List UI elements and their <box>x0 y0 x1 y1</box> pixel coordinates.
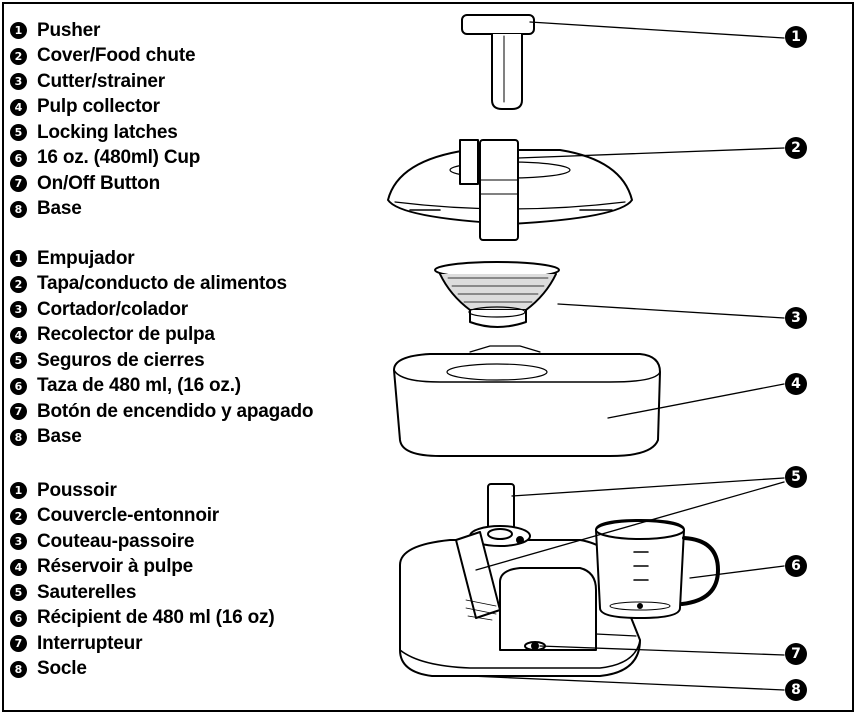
item-number-badge: 4 <box>10 326 27 344</box>
list-item: 6 16 oz. (480ml) Cup <box>10 146 200 172</box>
list-item: 6 Taza de 480 ml, (16 oz.) <box>10 374 313 400</box>
item-number-badge: 8 <box>10 200 27 218</box>
item-label: Base <box>37 426 82 448</box>
cutter-strainer-part <box>434 261 560 328</box>
pulp-collector-part <box>393 345 661 457</box>
item-number-badge: 6 <box>10 377 27 395</box>
callout-4: 4 <box>785 373 807 395</box>
list-item: 6 Récipient de 480 ml (16 oz) <box>10 606 275 632</box>
callout-3: 3 <box>785 307 807 329</box>
item-label: Socle <box>37 658 87 680</box>
item-number-badge: 1 <box>10 482 27 500</box>
item-label: Cover/Food chute <box>37 45 196 67</box>
item-label: Tapa/conducto de alimentos <box>37 273 287 295</box>
callout-5: 5 <box>785 466 807 488</box>
pusher-part <box>461 14 535 110</box>
cover-part <box>387 139 633 241</box>
list-item: 8 Socle <box>10 657 274 683</box>
list-item: 4 Pulp collector <box>10 95 200 121</box>
item-label: Empujador <box>37 247 135 269</box>
list-item: 7 Interrupteur <box>10 631 274 657</box>
list-item: 5 Sauterelles <box>10 580 274 606</box>
item-label: Locking latches <box>37 121 178 143</box>
list-item: 5 Locking latches <box>10 120 200 146</box>
item-label: Base <box>37 198 82 220</box>
item-number-badge: 7 <box>10 635 27 653</box>
item-label: Réservoir à pulpe <box>37 556 194 578</box>
item-number-badge: 5 <box>10 124 27 142</box>
parts-list-spanish: 1 Empujador 2 Tapa/conducto de alimentos 3… <box>10 246 313 450</box>
item-number-badge: 6 <box>10 609 27 627</box>
list-item: 7 On/Off Button <box>10 171 200 197</box>
callout-2: 2 <box>785 137 807 159</box>
parts-list-french: 1 Poussoir 2 Couvercle-entonnoir 3 Couteau-… <box>10 478 275 683</box>
item-label: Cutter/strainer <box>37 70 165 92</box>
callout-7: 7 <box>785 643 807 665</box>
item-number-badge: 1 <box>10 22 27 40</box>
item-number-badge: 7 <box>10 175 27 193</box>
item-label: Botón de encendido y apagado <box>37 400 314 422</box>
item-number-badge: 3 <box>10 73 27 91</box>
list-item: 3 Couteau-passoire <box>10 529 274 555</box>
callout-6: 6 <box>785 555 807 577</box>
callout-1: 1 <box>785 26 807 48</box>
item-label: Cortador/colador <box>37 298 188 320</box>
item-number-badge: 6 <box>10 149 27 167</box>
item-label: On/Off Button <box>37 172 160 194</box>
item-label: Seguros de cierres <box>37 349 205 371</box>
item-number-badge: 8 <box>10 428 27 446</box>
list-item: 7 Botón de encendido y apagado <box>10 399 313 425</box>
item-label: Recolector de pulpa <box>37 324 215 346</box>
item-label: Récipient de 480 ml (16 oz) <box>37 607 275 629</box>
list-item: 1 Empujador <box>10 246 313 272</box>
cup-part <box>595 519 720 619</box>
item-label: Sauterelles <box>37 581 137 603</box>
item-number-badge: 3 <box>10 533 27 551</box>
item-number-badge: 2 <box>10 275 27 293</box>
list-item: 4 Réservoir à pulpe <box>10 555 274 581</box>
list-item: 3 Cortador/colador <box>10 297 313 323</box>
item-label: Couteau-passoire <box>37 530 195 552</box>
list-item: 2 Tapa/conducto de alimentos <box>10 272 313 298</box>
item-number-badge: 8 <box>10 660 27 678</box>
item-number-badge: 1 <box>10 250 27 268</box>
item-number-badge: 2 <box>10 507 27 525</box>
item-label: Couvercle-entonnoir <box>37 505 219 527</box>
list-item: 2 Couvercle-entonnoir <box>10 504 274 530</box>
list-item: 1 Pusher <box>10 18 200 44</box>
list-item: 4 Recolector de pulpa <box>10 323 313 349</box>
item-label: Pusher <box>37 19 101 41</box>
list-item: 8 Base <box>10 197 200 223</box>
parts-list-english: 1 Pusher 2 Cover/Food chute 3 Cutter/strain… <box>10 18 200 222</box>
item-label: Poussoir <box>37 479 117 501</box>
item-label: Interrupteur <box>37 632 143 654</box>
list-item: 8 Base <box>10 425 313 451</box>
item-label: 16 oz. (480ml) Cup <box>37 147 201 169</box>
list-item: 3 Cutter/strainer <box>10 69 200 95</box>
callout-8: 8 <box>785 679 807 701</box>
item-label: Taza de 480 ml, (16 oz.) <box>37 375 241 397</box>
item-number-badge: 3 <box>10 301 27 319</box>
base-part <box>399 483 641 677</box>
list-item: 2 Cover/Food chute <box>10 44 200 70</box>
item-number-badge: 4 <box>10 98 27 116</box>
item-label: Pulp collector <box>37 96 160 118</box>
item-number-badge: 2 <box>10 47 27 65</box>
item-number-badge: 4 <box>10 558 27 576</box>
list-item: 5 Seguros de cierres <box>10 348 313 374</box>
item-number-badge: 5 <box>10 584 27 602</box>
list-item: 1 Poussoir <box>10 478 274 504</box>
item-number-badge: 7 <box>10 403 27 421</box>
item-number-badge: 5 <box>10 352 27 370</box>
leader-lines <box>469 21 785 691</box>
